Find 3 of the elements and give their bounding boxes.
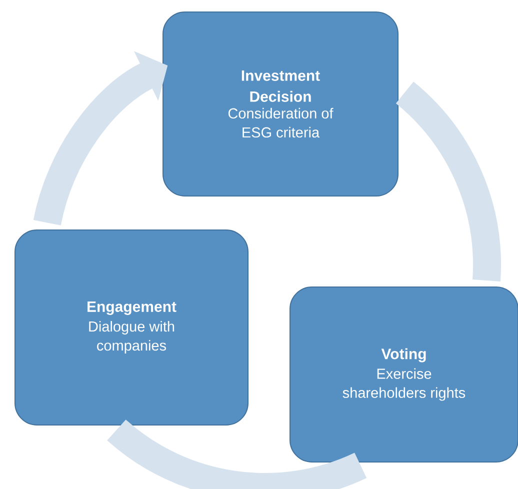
process-box: Engagement Dialogue with companies [14, 230, 248, 426]
process-box: Investment Decision Consideration of ESG criteria [162, 12, 398, 196]
process-box: Voting Exercise shareholders rights [290, 286, 518, 462]
